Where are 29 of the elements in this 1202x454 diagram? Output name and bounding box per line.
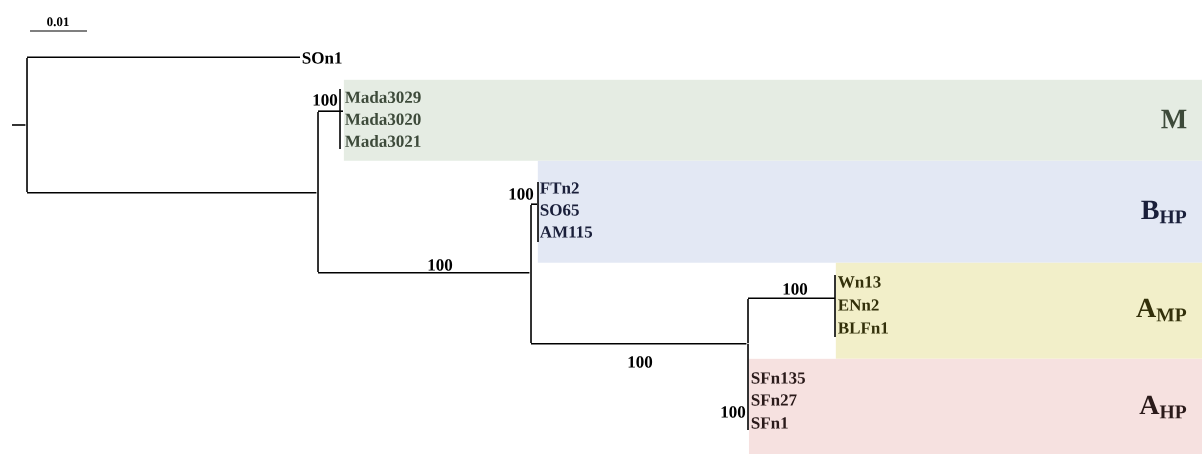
taxon-label: Mada3021 — [345, 135, 421, 147]
bootstrap-value: 100 — [628, 356, 653, 368]
taxon-label: SFn135 — [751, 372, 805, 384]
bootstrap-value: 100 — [721, 406, 746, 418]
tree-branch — [26, 192, 318, 194]
taxon-label: Mada3020 — [345, 113, 421, 125]
bootstrap-value: 100 — [313, 94, 338, 106]
bootstrap-value: 100 — [509, 188, 534, 200]
taxon-label: SO65 — [540, 204, 579, 216]
tree-branch — [530, 203, 538, 205]
taxon-label: SOn1 — [302, 52, 342, 64]
scale-label: 0.01 — [47, 17, 69, 27]
taxon-label: Mada3029 — [345, 91, 421, 103]
taxon-label: FTn2 — [540, 182, 579, 194]
taxon-label: BLFn1 — [838, 322, 888, 334]
tree-branch — [317, 110, 344, 112]
tree-branch — [530, 343, 748, 345]
tree-branch — [317, 272, 531, 274]
tree-branch — [26, 56, 301, 58]
bootstrap-value: 100 — [783, 283, 808, 295]
taxon-label: SFn1 — [751, 417, 788, 429]
tree-branch — [11, 124, 27, 126]
bootstrap-value: 100 — [428, 259, 453, 271]
taxon-label: AM115 — [540, 226, 593, 238]
tree-branch — [747, 297, 836, 299]
taxon-label: Wn13 — [838, 276, 881, 288]
taxon-label: ENn2 — [838, 299, 879, 311]
tree-branch — [747, 343, 749, 359]
taxon-label: SFn27 — [751, 394, 797, 406]
